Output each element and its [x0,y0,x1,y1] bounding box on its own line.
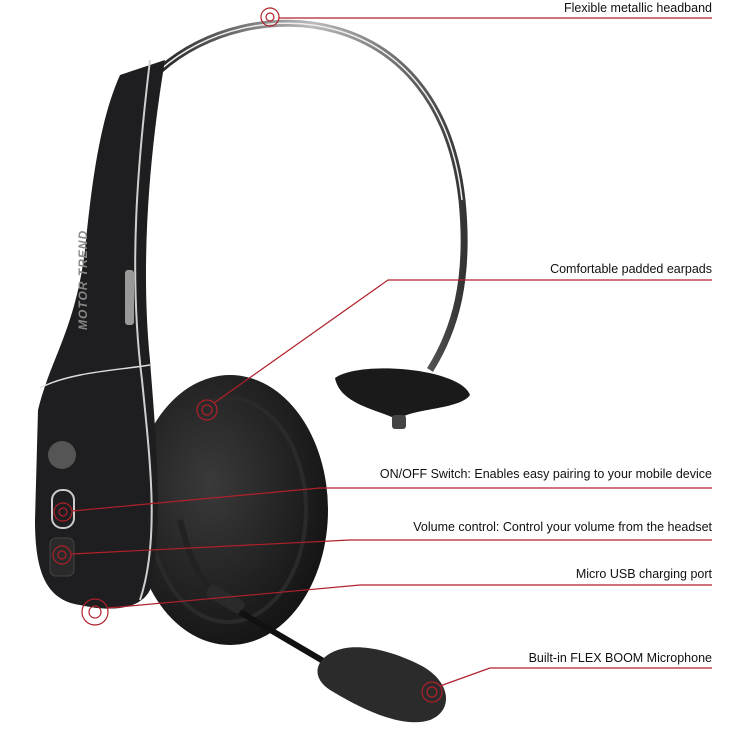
headband [157,19,468,372]
brand-logo: MOTOR TREND [76,230,90,330]
earpad [132,375,328,645]
pairing-button [48,441,76,469]
callout-volume-control: Volume control: Control your volume from… [413,520,712,534]
microphone-foam [317,647,447,723]
callout-microphone: Built-in FLEX BOOM Microphone [528,651,712,665]
volume-button [49,537,75,577]
callout-usb-port: Micro USB charging port [575,567,712,581]
callout-lines [52,7,712,703]
power-button [51,489,75,529]
callout-on-off-switch: ON/OFF Switch: Enables easy pairing to y… [379,467,712,481]
callout-earpads: Comfortable padded earpads [550,262,712,276]
headset-arm [35,60,165,609]
callout-headband: Flexible metallic headband [563,1,712,15]
head-pad [335,368,470,420]
